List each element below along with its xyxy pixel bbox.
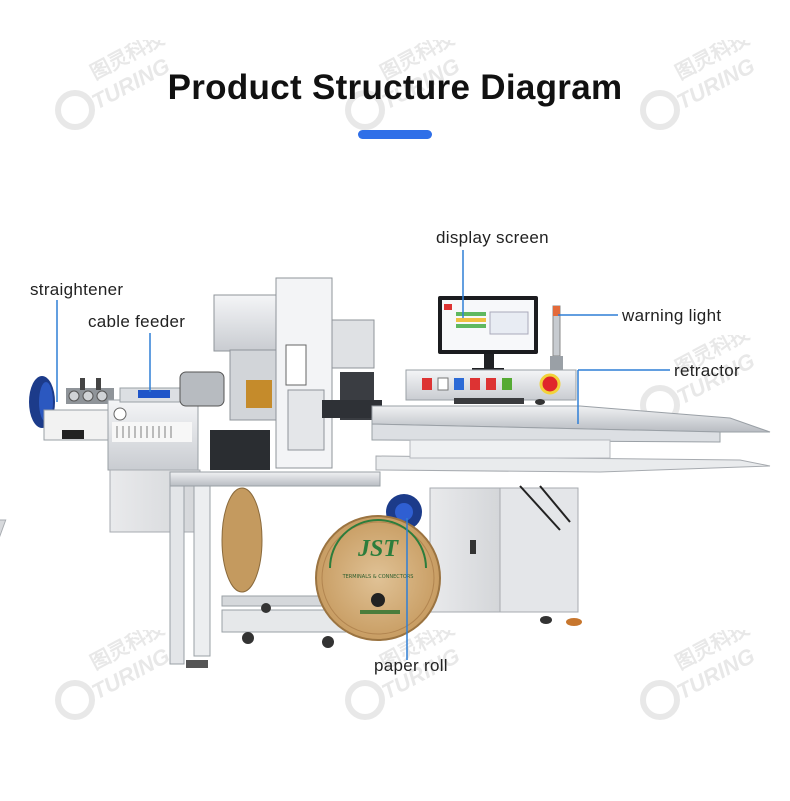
- label-display-screen: display screen: [436, 228, 549, 247]
- label-warning-light: warning light: [622, 306, 722, 325]
- reel-sub-text: TERMINALS & CONNECTORS: [342, 574, 414, 580]
- paper-roll-reel: [315, 515, 441, 641]
- crimping-tower: [179, 277, 382, 470]
- right-cabinet: [429, 485, 582, 626]
- reel-brand-text: JST: [357, 536, 398, 562]
- bench-deck: [169, 471, 381, 668]
- page-title: Product Structure Diagram: [167, 68, 623, 107]
- rear-paper-roll: [221, 487, 263, 593]
- cable-feeder-unit: [107, 387, 199, 471]
- label-retractor: retractor: [674, 361, 740, 380]
- retractor-conveyor: [371, 405, 771, 473]
- title-underline-bar: [358, 130, 432, 139]
- label-straightener: straightener: [30, 280, 124, 299]
- display-monitor: [438, 296, 538, 372]
- label-cable-feeder: cable feeder: [88, 312, 186, 331]
- warning-light-tower: [550, 305, 563, 372]
- straightener-unit: [43, 378, 115, 441]
- control-panel: [405, 369, 577, 405]
- label-paper-roll: paper roll: [374, 656, 448, 675]
